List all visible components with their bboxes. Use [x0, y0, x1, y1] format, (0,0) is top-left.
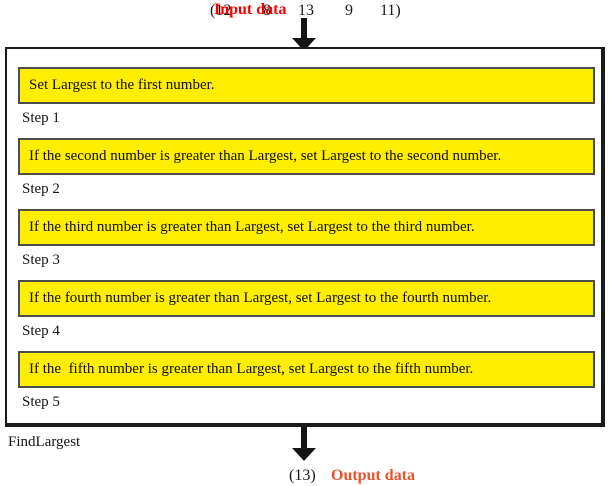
step-box: If the third number is greater than Larg…	[18, 209, 595, 246]
step-label: Step 3	[22, 252, 60, 268]
step-item: If the second number is greater than Lar…	[18, 138, 595, 198]
step-text: If the fifth number is greater than Larg…	[29, 361, 474, 377]
step-box: If the second number is greater than Lar…	[18, 138, 595, 175]
arrow-head	[292, 448, 316, 461]
step-text: If the fourth number is greater than Lar…	[29, 290, 492, 306]
step-item: Set Largest to the first number. Step 1	[18, 67, 595, 127]
output-down-arrow-icon	[292, 427, 316, 461]
step-item: If the fifth number is greater than Larg…	[18, 351, 595, 411]
algorithm-container: Set Largest to the first number. Step 1 …	[5, 47, 605, 427]
input-number-1: (12	[210, 2, 232, 19]
step-label: Step 1	[22, 110, 60, 126]
output-data-label: Output data	[331, 467, 416, 484]
step-text: If the third number is greater than Larg…	[29, 219, 475, 235]
step-label: Step 2	[22, 181, 60, 197]
step-item: If the third number is greater than Larg…	[18, 209, 595, 269]
step-box: If the fifth number is greater than Larg…	[18, 351, 595, 388]
arrow-shaft	[301, 427, 307, 449]
step-text: Set Largest to the first number.	[29, 77, 215, 93]
input-number-5: 11)	[380, 2, 401, 19]
algorithm-name-label: FindLargest	[8, 434, 81, 450]
step-label: Step 5	[22, 394, 60, 410]
input-number-2: 8	[263, 2, 271, 19]
arrow-shaft	[301, 18, 307, 39]
input-data-label: Input data	[214, 1, 287, 18]
step-text: If the second number is greater than Lar…	[29, 148, 502, 164]
output-value: (13)	[289, 467, 316, 484]
step-box: Set Largest to the first number.	[18, 67, 595, 104]
step-box: If the fourth number is greater than Lar…	[18, 280, 595, 317]
input-number-4: 9	[345, 2, 353, 19]
step-item: If the fourth number is greater than Lar…	[18, 280, 595, 340]
input-number-3: 13	[298, 2, 314, 19]
input-data-row: (12 8 13 9 11)	[210, 1, 500, 21]
step-label: Step 4	[22, 323, 60, 339]
